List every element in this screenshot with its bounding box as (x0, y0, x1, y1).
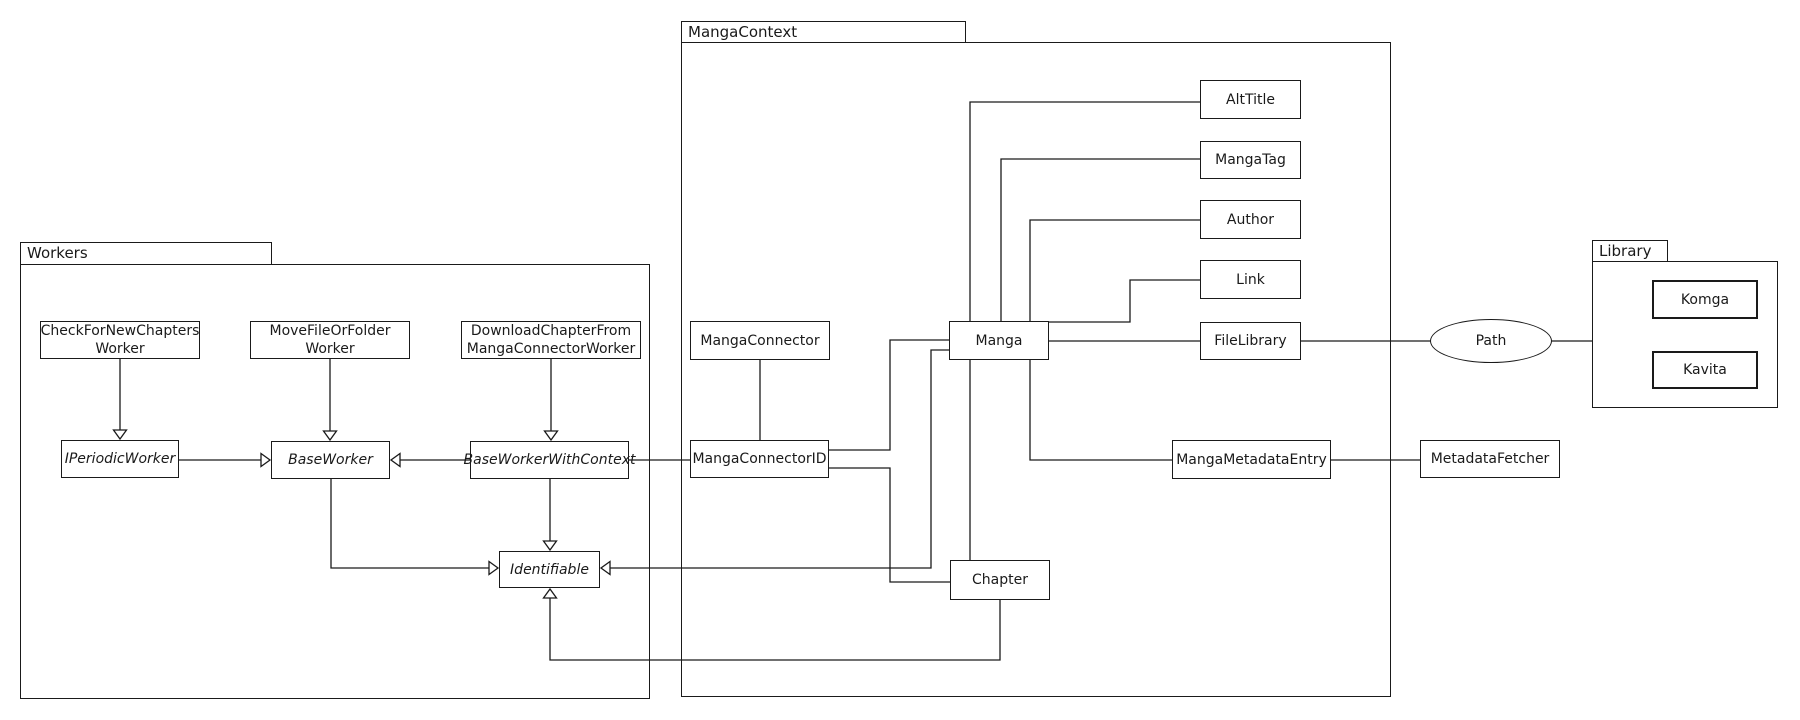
node-manga-metadata-entry: MangaMetadataEntry (1172, 440, 1331, 479)
package-body-library (1592, 261, 1778, 408)
node-download-chapter-from-manga-connector-worker: DownloadChapterFrom MangaConnectorWorker (461, 321, 641, 359)
node-base-worker: BaseWorker (271, 441, 390, 479)
node-manga-tag: MangaTag (1200, 141, 1301, 179)
node-chapter: Chapter (950, 560, 1050, 600)
node-alt-title: AltTitle (1200, 80, 1301, 119)
inheritance-arrow-identifiable-right (599, 560, 611, 576)
node-move-file-or-folder-worker: MoveFileOrFolder Worker (250, 321, 410, 359)
edge-mangaconnectorid-manga (829, 339, 949, 451)
inheritance-arrow-identifiable-bottom (542, 587, 558, 599)
node-manga-connector: MangaConnector (690, 321, 830, 360)
package-tab-mangacontext: MangaContext (681, 21, 966, 43)
node-path-ellipse: Path (1430, 319, 1552, 363)
edge-manga-mangatag (1000, 158, 1200, 321)
node-identifiable: Identifiable (499, 551, 600, 588)
edge-mangaconnectorid-chapter (829, 467, 950, 583)
node-metadata-fetcher: MetadataFetcher (1420, 440, 1560, 478)
edge-manga-author (1029, 219, 1200, 321)
node-base-worker-with-context: BaseWorkerWithContext (464, 441, 635, 479)
node-manga: Manga (949, 321, 1049, 360)
edge-manga-alttitle (969, 101, 1200, 321)
node-file-library: FileLibrary (1200, 322, 1301, 360)
node-komga: Komga (1652, 280, 1758, 319)
package-tab-workers: Workers (20, 242, 272, 265)
edge-chapter-identifiable (549, 598, 1001, 661)
package-tab-library: Library (1592, 240, 1668, 262)
edge-baseworker-identifiable (330, 479, 489, 569)
package-body-workers (20, 264, 650, 699)
inheritance-arrow-baseworker-top (322, 430, 338, 442)
inheritance-arrow-baseworker-left (260, 452, 272, 468)
node-manga-connector-id: MangaConnectorID (690, 440, 829, 478)
node-link: Link (1200, 260, 1301, 299)
inheritance-arrow-baseworker-right (389, 452, 401, 468)
inheritance-arrow-identifiable-top (542, 540, 558, 552)
node-check-for-new-chapters-worker: CheckForNewChapters Worker (40, 321, 200, 359)
node-author: Author (1200, 200, 1301, 239)
edge-manga-identifiable (610, 349, 949, 569)
node-kavita: Kavita (1652, 351, 1758, 389)
inheritance-arrow-identifiable-left (488, 560, 500, 576)
edge-manga-link (1049, 279, 1200, 323)
node-iperiodic-worker: IPeriodicWorker (61, 440, 179, 478)
inheritance-arrow-iperiodicworker-top (112, 429, 128, 441)
inheritance-arrow-baseworkerwithcontext-top (543, 430, 559, 442)
package-body-mangacontext (681, 42, 1391, 697)
edge-manga-mangametadataentry (1029, 360, 1172, 461)
